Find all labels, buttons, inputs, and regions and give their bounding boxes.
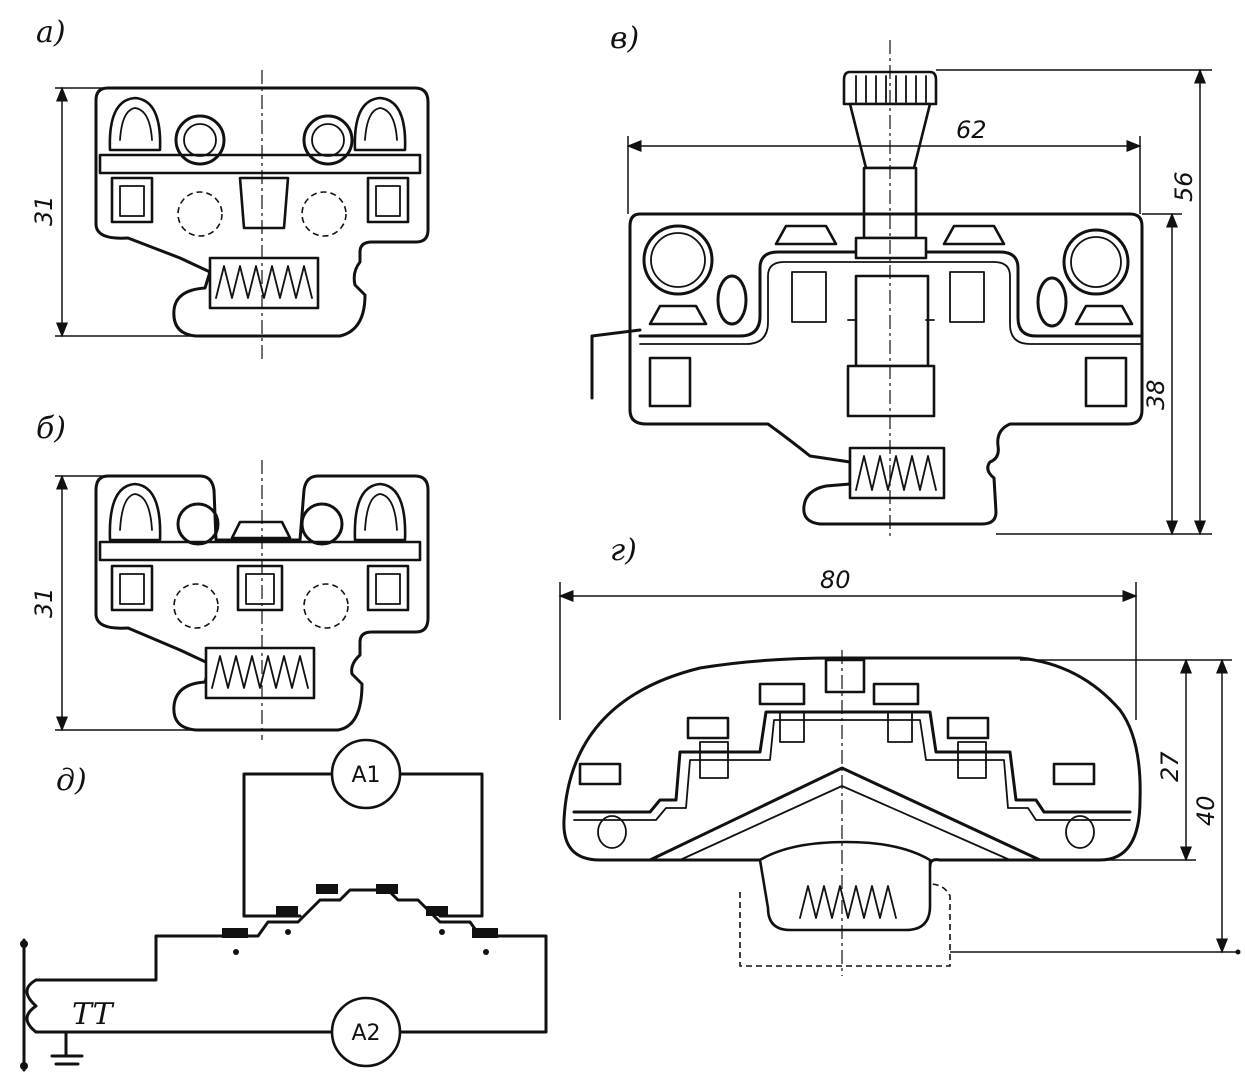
v-lead-wire [590, 328, 642, 400]
v-spring [855, 455, 937, 491]
v-hole-left [642, 224, 714, 296]
b-dim-31: 31 [30, 587, 58, 618]
d-main-circuit [34, 934, 548, 1034]
a-center-post [238, 176, 290, 230]
a-housing [94, 86, 430, 338]
v-terminal-left [648, 304, 708, 326]
a-spring [215, 265, 313, 299]
a-hole-right [302, 114, 354, 166]
d-contact-path [220, 888, 518, 938]
g-center-post [824, 658, 866, 694]
b-right-terminal [353, 482, 407, 542]
b-dashed-hole-left [173, 583, 219, 629]
figure-g: г) 80 [558, 533, 1241, 976]
b-spring [211, 655, 309, 689]
d-ammeter-a2 [330, 996, 402, 1068]
v-slot-right [1036, 276, 1068, 328]
g-dim-80: 80 [820, 566, 851, 594]
d-a2-label: A2 [351, 1021, 380, 1046]
d-block-4 [376, 884, 398, 894]
g-contact-bridge [572, 710, 1132, 814]
v-center-column [854, 274, 930, 368]
d-a1-label: A1 [351, 763, 380, 788]
figure-a-label: а) [36, 15, 66, 50]
figure-a: а) 31 [30, 15, 430, 360]
d-ammeter-a1 [330, 738, 402, 810]
v-screw-right [1084, 356, 1128, 408]
d-a1-loop [242, 772, 484, 918]
v-slot-left [716, 274, 748, 326]
figure-v-label: в) [610, 21, 639, 56]
b-contact-bar [98, 540, 422, 562]
b-hole-left [176, 502, 220, 546]
a-dim-31: 31 [30, 195, 58, 226]
a-spring-housing [208, 256, 320, 310]
figure-g-label: г) [610, 533, 637, 568]
b-hole-right [300, 502, 344, 546]
v-screw-left [648, 356, 692, 408]
g-dim-40: 40 [1192, 795, 1220, 826]
d-block-6 [472, 928, 498, 938]
b-spring-housing [204, 646, 316, 700]
a-right-terminal [353, 96, 407, 152]
figure-b: б) 31 [30, 411, 430, 740]
d-block-1 [222, 928, 248, 938]
v-collar [854, 236, 928, 260]
b-housing [94, 474, 430, 732]
figure-d: д) A1 A2 TT [20, 738, 548, 1072]
g-nut-1 [578, 762, 622, 786]
b-center-nut [230, 520, 292, 540]
v-nut-right [942, 224, 1006, 246]
d-tt-coil [25, 978, 38, 1034]
v-post-left [791, 271, 827, 323]
g-nut-3 [758, 682, 806, 706]
g-nut-6 [1052, 762, 1096, 786]
a-contact-bar [98, 153, 422, 175]
v-center-base [846, 364, 936, 418]
v-hole-right [1062, 228, 1130, 296]
d-tt-label: TT [72, 997, 115, 1032]
g-dim-27: 27 [1156, 751, 1184, 782]
d-contact-blocks [222, 884, 498, 938]
a-screw-right [366, 176, 410, 224]
g-spring [799, 885, 897, 919]
a-left-terminal [108, 96, 162, 152]
g-nut-2 [686, 716, 730, 740]
a-hole-left [174, 114, 226, 166]
v-housing [628, 212, 1144, 526]
a-dashed-hole-right [301, 191, 347, 237]
b-left-terminal [108, 482, 162, 542]
g-nut-5 [946, 716, 990, 740]
figure-b-label: б) [36, 411, 66, 446]
g-spring-housing [758, 840, 932, 932]
figure-v: в) [590, 21, 1212, 540]
a-dashed-hole-left [177, 191, 223, 237]
d-block-5 [426, 906, 448, 916]
v-terminal-right [1074, 304, 1134, 326]
b-dashed-hole-right [303, 583, 349, 629]
v-dim-62: 62 [956, 116, 987, 144]
g-dashed-outline [739, 883, 951, 967]
v-nut-left [774, 224, 838, 246]
d-block-2 [276, 906, 298, 916]
g-nut-4 [872, 682, 920, 706]
g-nuts [578, 682, 1096, 786]
d-block-3 [316, 884, 338, 894]
v-dim-38: 38 [1142, 379, 1170, 410]
figure-d-label: д) [56, 763, 87, 798]
v-dim-56: 56 [1170, 171, 1198, 202]
v-post-right [949, 271, 985, 323]
